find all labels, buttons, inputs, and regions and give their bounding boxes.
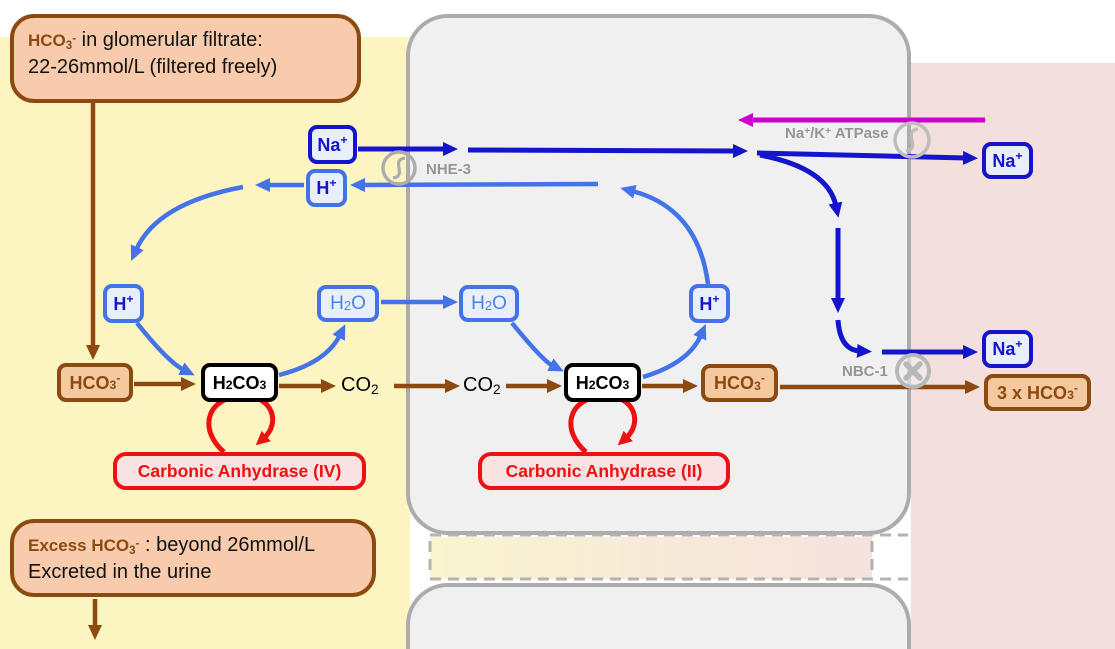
excess-info-box: Excess HCO3- : beyond 26mmol/L Excreted …: [10, 519, 376, 597]
paracellular-gap: [430, 537, 872, 579]
h-label: H: [316, 178, 330, 198]
h-label: H: [113, 293, 127, 314]
na-label: Na: [317, 134, 341, 155]
nhe3-label: NHE-3: [426, 161, 472, 178]
filtrate-info-box: HCO3- in glomerular filtrate: 22-26mmol/…: [10, 14, 361, 103]
na-box-lumen: Na+: [308, 125, 357, 164]
proximal-tubule-cell: [406, 14, 911, 535]
filtrate-info-line2: 22-26mmol/L (filtered freely): [28, 56, 278, 78]
adjacent-cell: [406, 583, 911, 649]
co2-label-cell: CO2: [463, 374, 501, 397]
nbc1-label: NBC-1: [842, 363, 888, 380]
h-box-lumen-left: H+: [103, 284, 144, 323]
carbonic-anhydrase-2-box: Carbonic Anhydrase (II): [478, 452, 730, 490]
na-k-atpase-label: Na+/K+ ATPase: [785, 125, 889, 142]
na-box-blood-top: Na+: [982, 142, 1033, 179]
h-box-lumen-top: H+: [306, 169, 347, 207]
co2-label-lumen: CO2: [341, 374, 379, 397]
filtrate-info-line1: HCO3- in glomerular filtrate:: [28, 29, 263, 52]
carbonic-anhydrase-4-box: Carbonic Anhydrase (IV): [113, 452, 366, 490]
h-label: H: [699, 293, 713, 314]
na-box-blood-bottom: Na+: [982, 330, 1033, 368]
excess-info-line1: Excess HCO3- : beyond 26mmol/L: [28, 534, 316, 557]
excess-info-line2: Excreted in the urine: [28, 561, 212, 583]
h-box-cell: H+: [689, 284, 730, 323]
